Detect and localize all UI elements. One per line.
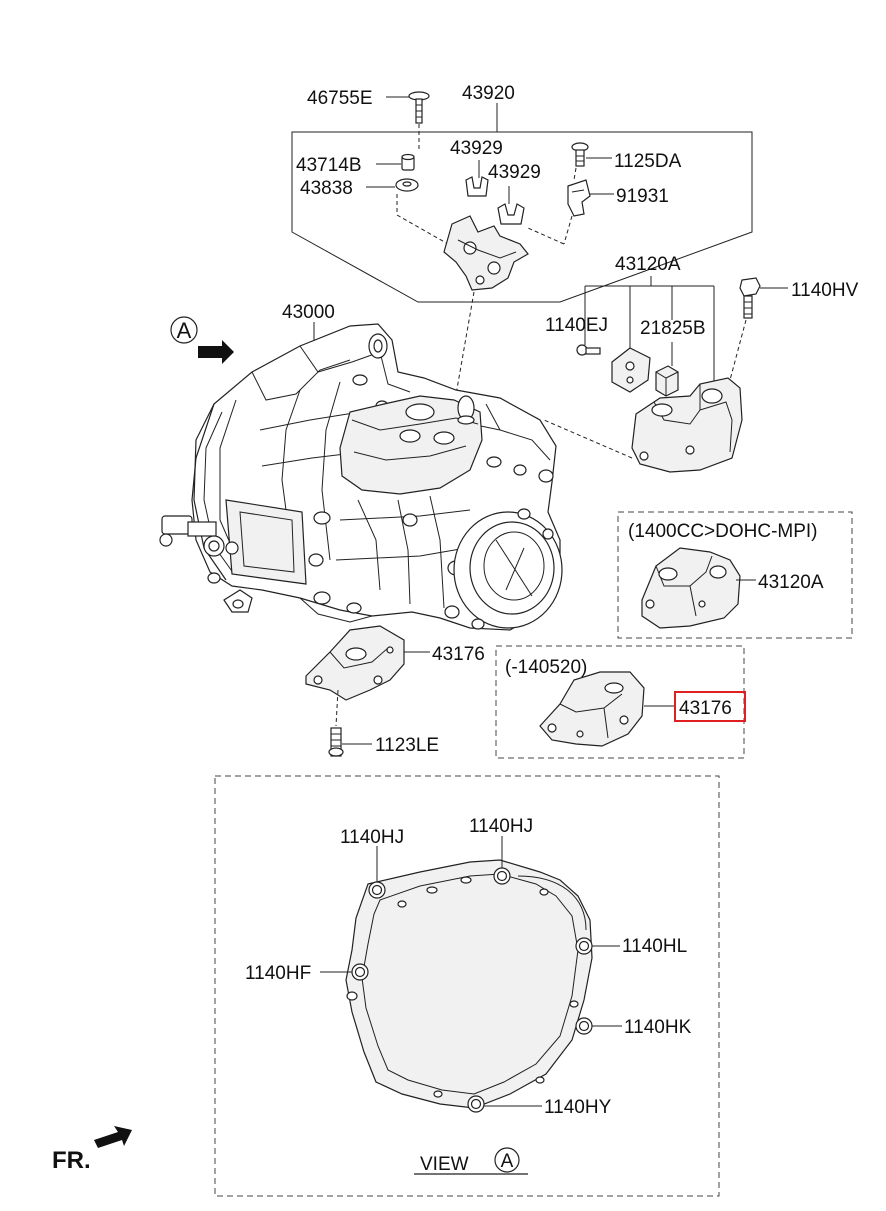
front-direction-arrow — [94, 1126, 132, 1148]
label-1140HF: 1140HF — [245, 963, 311, 984]
bolt-1140HK[interactable] — [575, 1017, 593, 1035]
bolt-1140HJ-right[interactable] — [493, 867, 511, 885]
label-1140HV: 1140HV — [791, 280, 859, 301]
label-43000: 43000 — [282, 302, 335, 323]
bolt-46755E[interactable] — [408, 91, 430, 124]
label-1140HJ-left: 1140HJ — [340, 827, 404, 848]
bolt-1140HY[interactable] — [467, 1095, 485, 1113]
label-1140HL: 1140HL — [622, 936, 687, 957]
label-view-word: VIEW — [420, 1154, 469, 1175]
bolt-1140HJ-left[interactable] — [368, 881, 386, 899]
label-view-marker: A — [501, 1151, 514, 1172]
clip-43929-a[interactable] — [465, 176, 489, 197]
bolt-1140HF[interactable] — [351, 963, 369, 981]
mount-bracket-43120A-alt[interactable] — [641, 547, 741, 629]
mount-bracket-43120A[interactable] — [631, 377, 743, 473]
bolt-1140HV[interactable] — [739, 277, 761, 319]
clip-43929-b[interactable] — [497, 203, 525, 225]
clutch-housing-plate — [345, 859, 593, 1109]
mount-plate[interactable] — [611, 347, 651, 393]
bolt-1125DA[interactable] — [571, 142, 589, 167]
label-43838: 43838 — [300, 178, 353, 199]
label-21825B: 21825B — [640, 318, 706, 339]
label-43929-b: 43929 — [488, 162, 541, 183]
label-1140HJ-right: 1140HJ — [469, 816, 533, 837]
shift-bracket-assembly — [291, 91, 753, 303]
label-front: FR. — [52, 1147, 91, 1174]
label-43120A-alt: 43120A — [758, 572, 824, 593]
bracket-leader — [453, 291, 475, 407]
highlight-box-43176 — [674, 691, 746, 722]
label-43176-main: 43176 — [432, 644, 485, 665]
mount-bracket-43176-main[interactable] — [305, 625, 405, 701]
transmission-43000[interactable] — [159, 322, 563, 631]
bolt-1123LE[interactable] — [328, 727, 344, 757]
label-43176-alt: 43176 — [679, 698, 732, 719]
view-a-letter: A — [177, 318, 192, 343]
label-1123LE: 1123LE — [375, 735, 439, 756]
label-43714B: 43714B — [296, 155, 362, 176]
label-1140HK: 1140HK — [624, 1017, 692, 1038]
mount-bracket-assembly — [543, 276, 788, 473]
label-43920: 43920 — [462, 83, 515, 104]
bushing-43714B[interactable] — [401, 153, 415, 171]
label-91931: 91931 — [616, 186, 669, 207]
label-46755E: 46755E — [307, 88, 373, 109]
washer-43838[interactable] — [395, 178, 419, 192]
variant-box-43120A — [617, 511, 853, 639]
label-1140HY: 1140HY — [544, 1097, 612, 1118]
label-date-range: (-140520) — [505, 657, 587, 678]
view-a-panel — [214, 775, 720, 1197]
bolt-1140HL[interactable] — [575, 937, 593, 955]
bolt-1140EJ[interactable] — [576, 344, 601, 356]
clip-91931[interactable] — [567, 179, 591, 217]
speed-sensor — [159, 515, 253, 613]
view-a-marker: A — [170, 316, 234, 364]
label-43120A-top: 43120A — [615, 254, 681, 275]
label-1125DA: 1125DA — [614, 151, 682, 172]
label-engine-variant: (1400CC>DOHC-MPI) — [628, 521, 818, 542]
label-43929-a: 43929 — [450, 138, 503, 159]
shift-lever-bracket[interactable] — [443, 215, 529, 291]
mount-bracket-43176-alt[interactable] — [539, 671, 645, 747]
stopper-21825B[interactable] — [655, 365, 679, 397]
label-1140EJ: 1140EJ — [545, 315, 608, 336]
